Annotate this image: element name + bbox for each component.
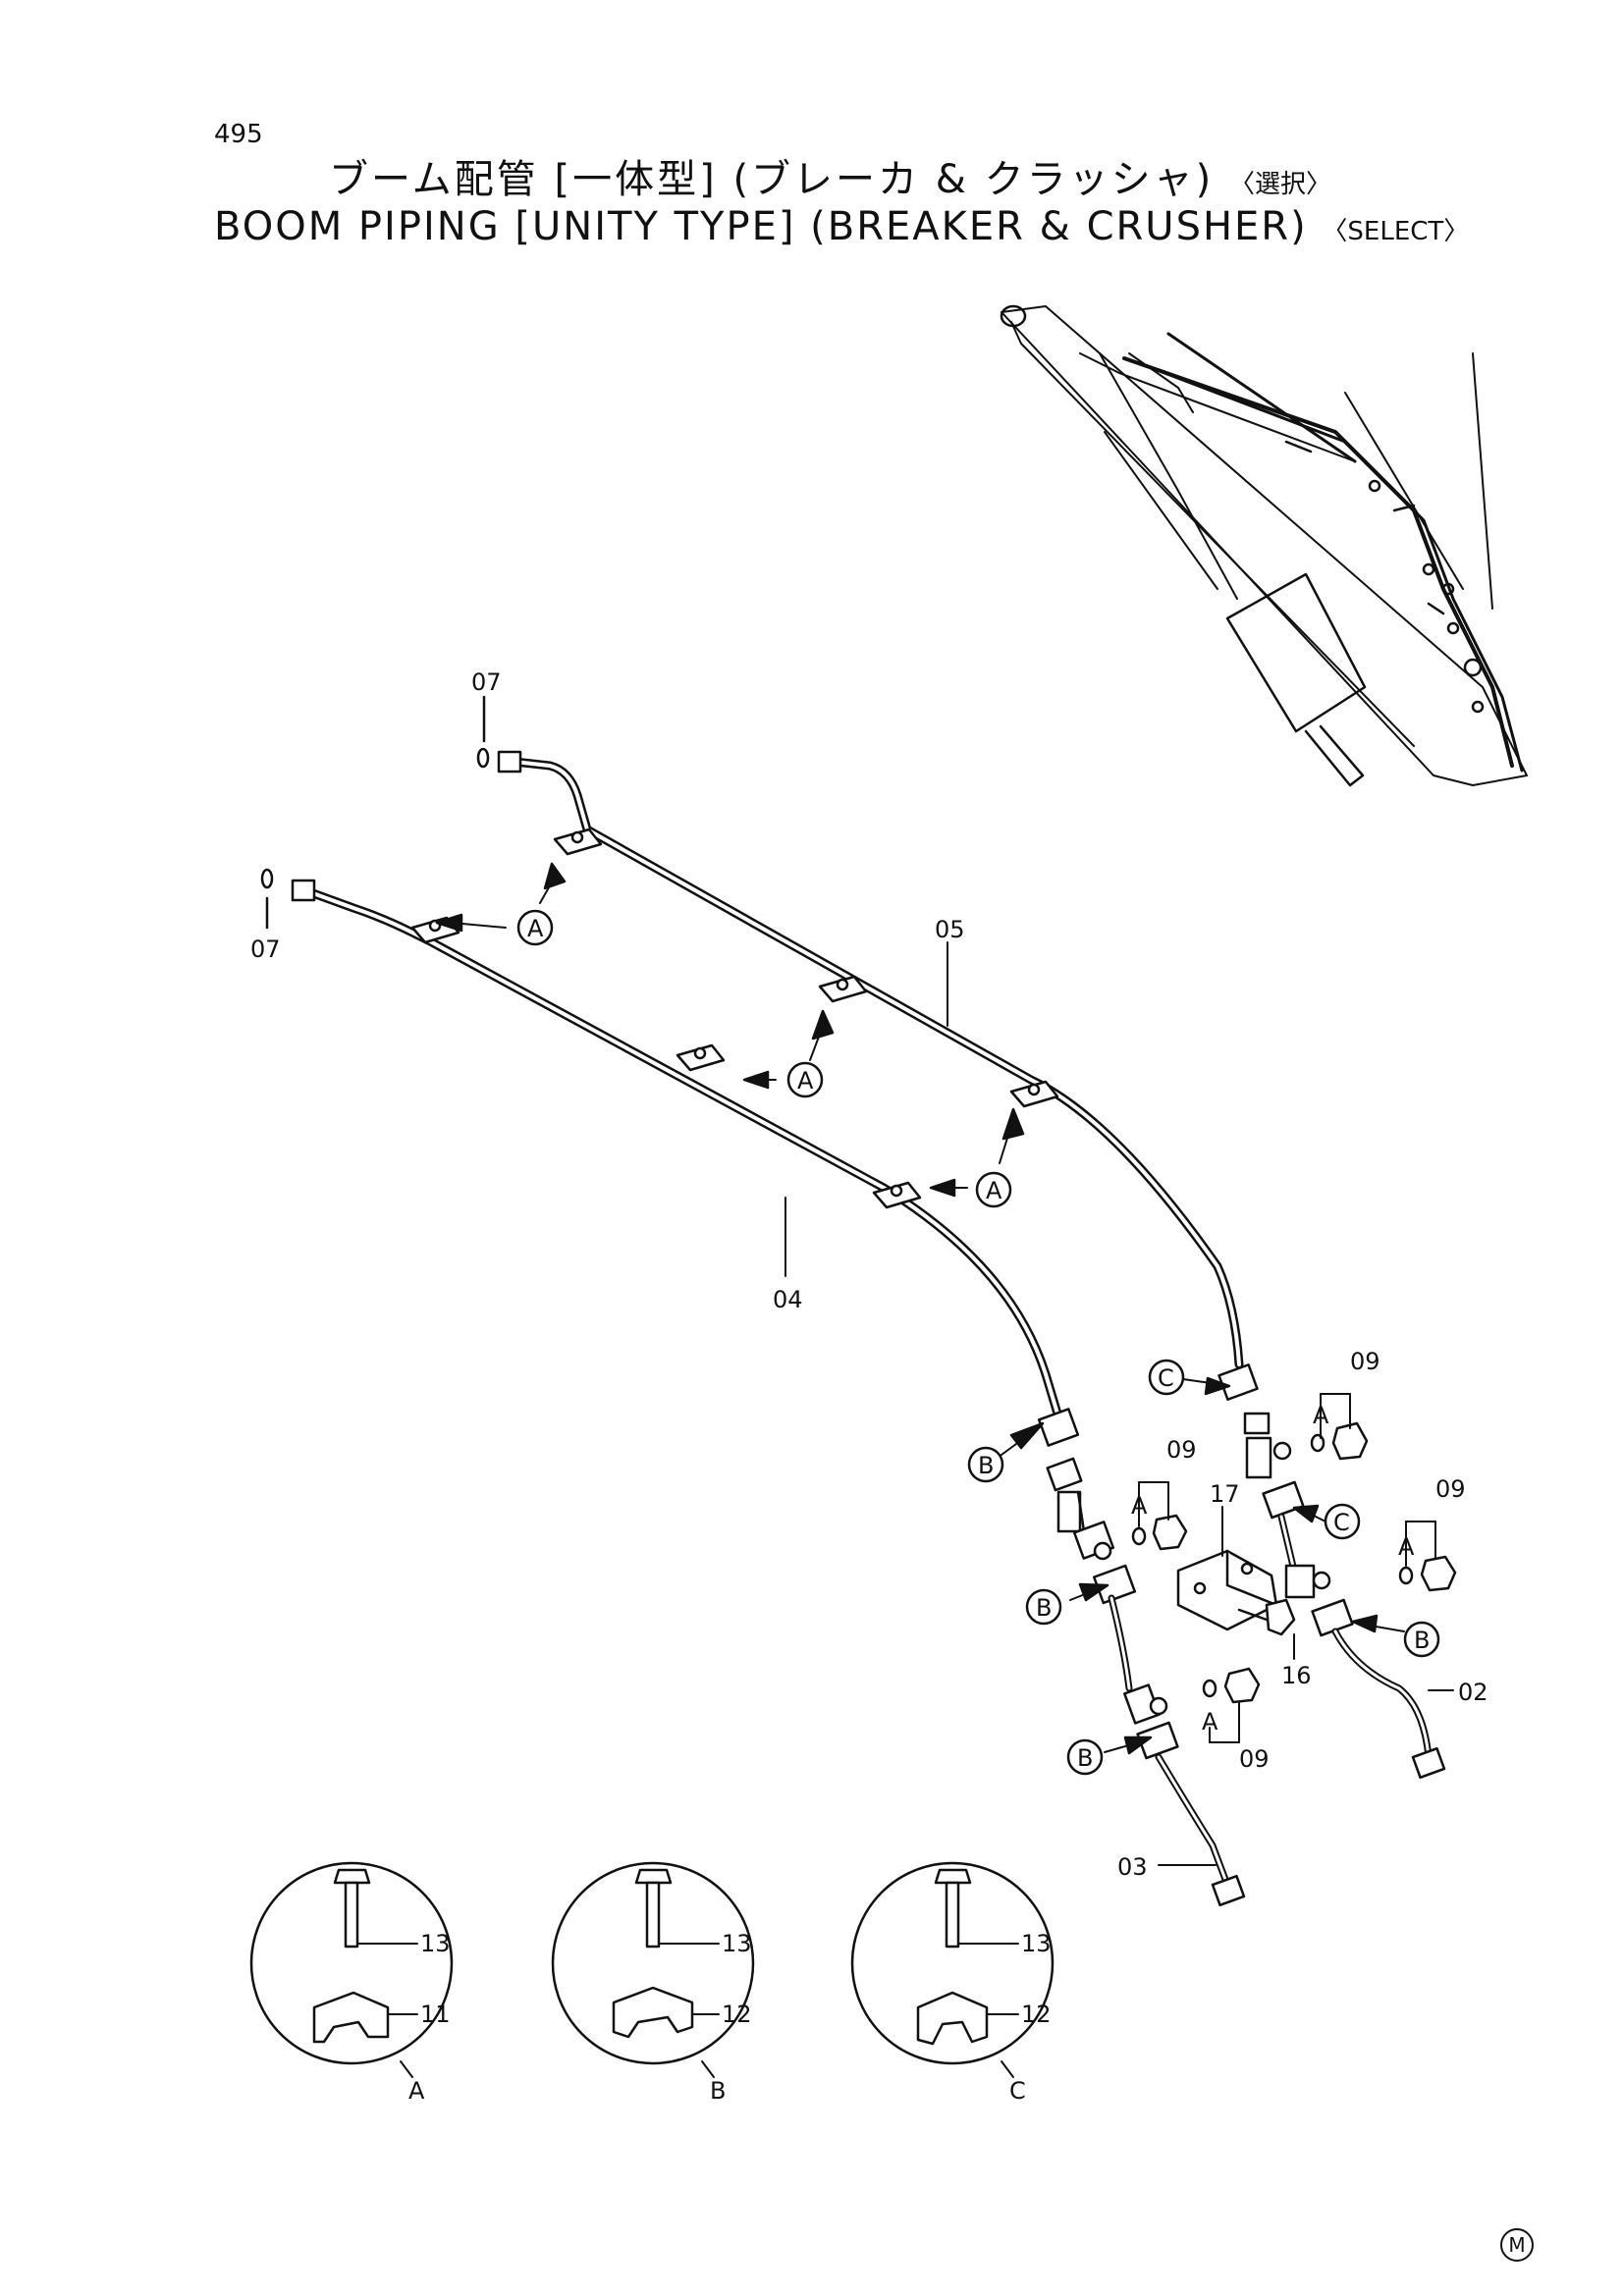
detail-views (249, 1861, 1055, 2078)
title-japanese-text: ブーム配管 [一体型] (ブレーカ & クラッシャ) (329, 157, 1215, 202)
label-part-04: 04 (773, 1286, 803, 1313)
detail-b-view-label: B (710, 2077, 726, 2105)
fittings-right (1217, 1363, 1446, 1780)
callout-c-2: C (1333, 1509, 1350, 1536)
label-part-09-d: 09 (1239, 1745, 1270, 1773)
label-part-17: 17 (1210, 1480, 1240, 1508)
callouts-bc (967, 1359, 1440, 1776)
callout-c-1: C (1158, 1364, 1174, 1392)
pipe-05 (497, 750, 1244, 1369)
callout-b-2: B (1036, 1594, 1052, 1622)
detail-a-clamp-label: 11 (420, 2001, 451, 2028)
title-english-select: 〈SELECT〉 (1322, 217, 1470, 246)
callout-a-2: A (797, 1067, 814, 1095)
o-ring-07-upper (476, 747, 490, 769)
o-ring-07-lower (260, 868, 274, 889)
oring-label-a-3: A (1398, 1533, 1415, 1561)
detail-a-view-label: A (408, 2077, 425, 2105)
leader-lines (784, 941, 1454, 1866)
label-part-07-lower: 07 (250, 935, 281, 963)
page-number: 495 (214, 120, 263, 149)
callout-a-3: A (986, 1177, 1002, 1204)
detail-c-view-label: C (1009, 2077, 1026, 2105)
title-english: BOOM PIPING [UNITY TYPE] (BREAKER & CRUS… (214, 204, 1469, 249)
detail-b-bolt-label: 13 (722, 1930, 752, 1957)
label-part-05: 05 (935, 916, 965, 943)
callout-b-1: B (978, 1452, 994, 1479)
boom-overview-illustration (1000, 304, 1528, 787)
title-english-text: BOOM PIPING [UNITY TYPE] (BREAKER & CRUS… (214, 204, 1308, 249)
detail-a-bolt-label: 13 (420, 1930, 451, 1957)
pipe-04 (291, 879, 1065, 1428)
callout-a-1: A (527, 915, 544, 942)
label-part-03: 03 (1117, 1853, 1148, 1881)
footer-mark: M (1500, 2228, 1534, 2262)
callouts-a (435, 862, 1025, 1208)
oring-label-a-1: A (1313, 1402, 1329, 1429)
title-japanese-select: 〈選択〉 (1229, 170, 1332, 199)
label-part-09-c: 09 (1435, 1475, 1466, 1503)
label-part-09-a: 09 (1350, 1348, 1380, 1375)
label-part-07-upper: 07 (471, 668, 502, 696)
title-japanese: ブーム配管 [一体型] (ブレーカ & クラッシャ) 〈選択〉 (329, 147, 1331, 204)
detail-c-bolt-label: 13 (1021, 1930, 1052, 1957)
fittings-left (1037, 1408, 1246, 1907)
callout-b-4: B (1077, 1744, 1093, 1772)
detail-c-clamp-label: 12 (1021, 2001, 1052, 2028)
oring-label-a-2: A (1131, 1492, 1148, 1520)
label-part-09-b: 09 (1166, 1436, 1197, 1464)
label-part-16: 16 (1281, 1662, 1312, 1689)
oring-label-a-4: A (1202, 1708, 1218, 1735)
label-part-02: 02 (1458, 1679, 1488, 1706)
bolt-16 (1237, 1598, 1296, 1636)
callout-b-3: B (1414, 1627, 1430, 1654)
pipe-clamps (410, 828, 1059, 1209)
detail-b-clamp-label: 12 (722, 2001, 752, 2028)
